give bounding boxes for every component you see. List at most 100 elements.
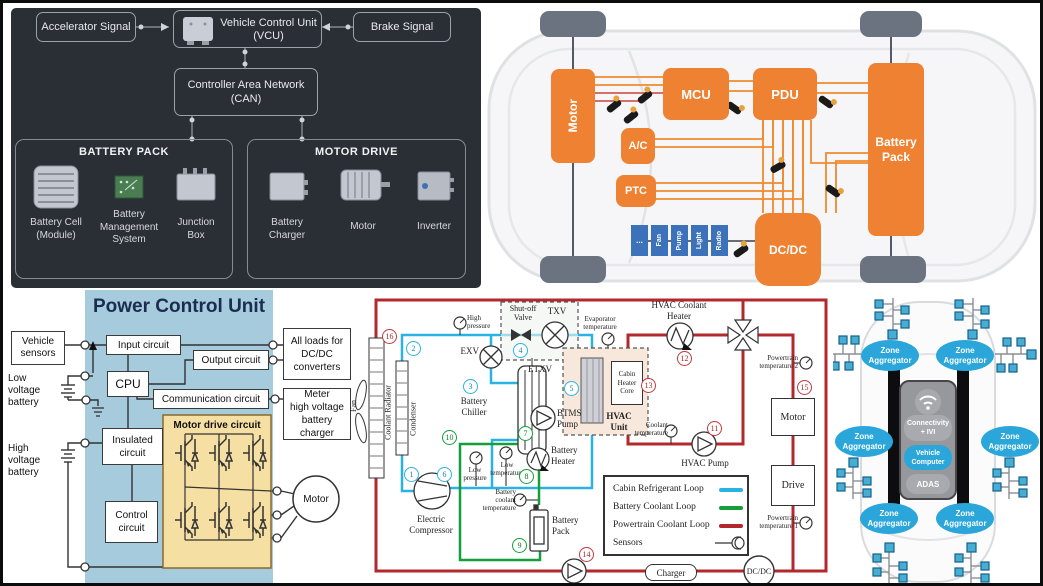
charger-box: Charger [645,564,697,581]
loop-node-15: 15 [797,380,812,395]
dcdc-circle [743,555,775,583]
wheel-front-left [540,11,606,37]
ac-box: A/C [621,128,655,164]
sensor-ticks [459,318,811,524]
vcu-connector-lines [33,17,454,209]
dcdc-label: DC/DC [746,567,772,576]
accelerator-signal-box: Accelerator Signal [36,12,136,42]
pdu-box: PDU [753,68,817,120]
legend-cabin-label: Cabin Refrigerant Loop [613,484,704,494]
hvac-coolant-heater-symbol [666,322,694,350]
pcu-terminals [80,340,282,572]
thermal-motor-box: Motor [771,398,815,436]
legend-sensors-label: Sensors [613,538,643,548]
evaporator-symbol [580,357,604,424]
pcu-wires [61,340,340,572]
loop-node-2: 2 [406,341,421,356]
accessory-fan-box: Fan [651,225,668,256]
brake-signal-box: Brake Signal [353,12,451,42]
hvac-pump-symbol [691,431,717,457]
motor-drive-circuit-box [162,414,272,569]
vcu-title: Vehicle Control Unit [220,17,317,29]
loop-node-16: 16 [382,329,397,344]
condenser-symbol [395,360,409,456]
ptc-box: PTC [616,175,656,207]
legend-powertrain-swatch [719,524,743,528]
pcu-title: Power Control Unit [92,296,266,317]
low-voltage-battery-symbol [61,383,75,400]
pcu-motor-circle [292,475,340,523]
communication-circuit-box: Communication circuit [153,389,269,409]
accessory-more-box: ... [631,225,648,256]
vcu-box: Vehicle Control Unit (VCU) [173,10,322,48]
exv-label: EXV [460,346,480,356]
heater-arrow-2 [540,465,549,471]
accessory-light-box: Light [691,225,708,256]
loop-node-4: 4 [513,343,528,358]
motor-drive-section [247,139,466,279]
wifi-icon [915,389,941,415]
condenser-label: Condenser [408,401,418,436]
motor-drive-title: MOTOR DRIVE [315,146,398,158]
powertrain-pump-symbol [561,558,587,583]
motor-drive-circuit-label: Motor drive circuit [173,419,261,431]
thermal-lines [355,298,828,583]
motor-label: Motor [350,220,376,232]
loop-node-12: 12 [677,351,692,366]
traction-motor-box: Motor [551,69,595,163]
loop-node-6: 6 [437,467,452,482]
legend-battery-label: Battery Coolant Loop [613,502,696,512]
accessory-pump-box: Pump [671,225,688,256]
btms-pump-symbol [530,405,556,431]
dcdc-box: DC/DC [755,213,821,286]
vcu-sub: (VCU) [253,30,284,42]
up-arrow [89,341,97,350]
loop-node-5: 5 [564,381,579,396]
loop-node-14: 14 [579,547,594,562]
adas-pill: ADAS [906,474,950,494]
legend-sensor-icon [715,536,745,550]
wheel-front-right [860,11,922,37]
backbone-bar-right [957,358,969,520]
inverter-icon [417,171,454,201]
shutoff-valve-symbol [511,329,531,341]
input-circuit-box: Input circuit [106,335,181,355]
etxv-label: ETXV [528,364,552,374]
loop-node-7: 7 [518,426,533,441]
motor-cylinder-icon [340,169,390,201]
txv-label: TXV [547,305,567,316]
cabin-refrigerant-loop [400,333,594,493]
ground-symbol [92,407,104,417]
coolant-radiator-symbol [368,337,385,479]
battery-cell-icon [33,165,79,209]
